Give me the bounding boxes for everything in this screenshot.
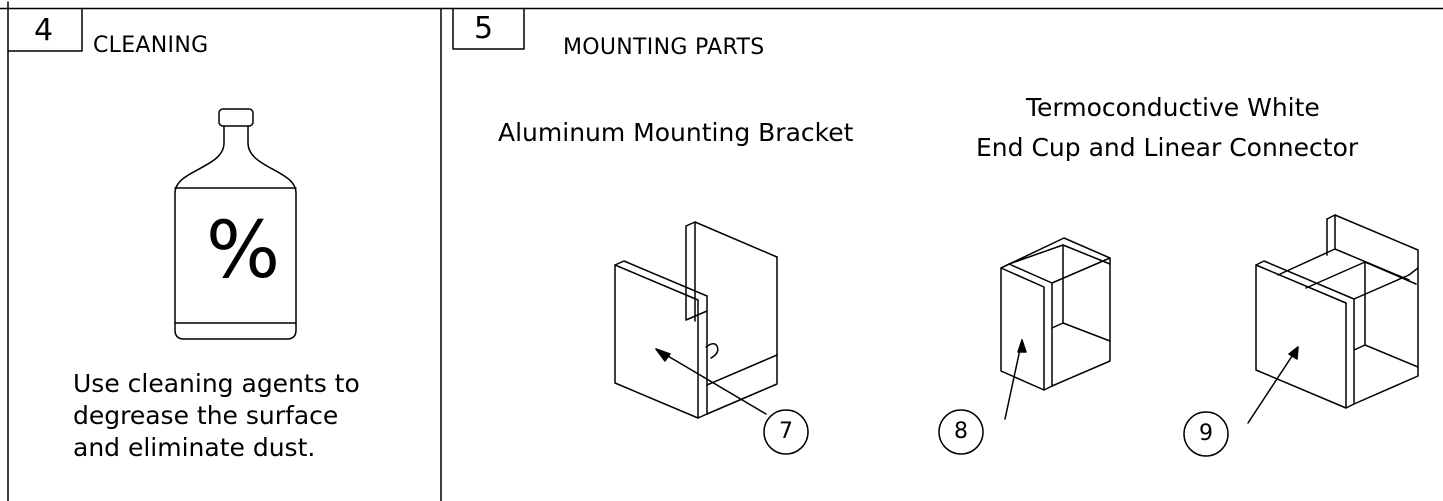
callout-9-label: 9	[1199, 421, 1213, 446]
callout-9-balloon	[1183, 411, 1229, 457]
callout-8-label: 8	[954, 419, 968, 444]
callout-7-label: 7	[779, 419, 793, 444]
cleaning-description-line-2: degrease the surface	[73, 401, 339, 430]
end-cup-icon	[1000, 237, 1111, 420]
step-4-title: CLEANING	[93, 33, 209, 58]
percent-symbol: %	[206, 206, 281, 296]
part-label-aluminum-bracket: Aluminum Mounting Bracket	[498, 118, 854, 147]
cleaning-description-line-1: Use cleaning agents to	[73, 369, 360, 398]
linear-connector-icon	[1247, 214, 1419, 424]
step-5-number: 5	[474, 11, 494, 46]
mounting-bracket-icon	[614, 221, 778, 419]
step-4-number: 4	[34, 13, 54, 48]
callout-8-balloon	[938, 409, 984, 455]
part-label-termoconductive-line-2: End Cup and Linear Connector	[976, 133, 1359, 162]
callout-7-balloon	[763, 409, 809, 455]
cleaning-description-line-3: and eliminate dust.	[73, 433, 316, 462]
cleaning-bottle-icon	[174, 108, 297, 340]
part-label-termoconductive-line-1: Termoconductive White	[1026, 93, 1320, 122]
step-5-title: MOUNTING PARTS	[563, 35, 765, 60]
